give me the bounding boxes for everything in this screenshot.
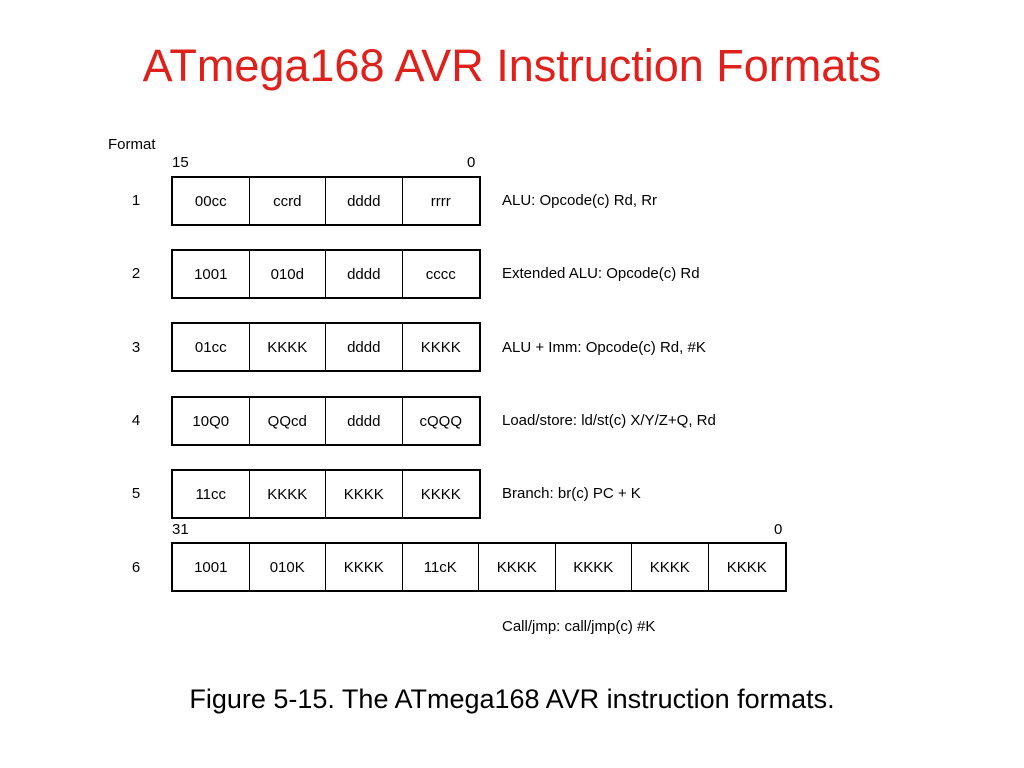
bit-field: cQQQ [419,412,462,430]
bit-field: KKKK [726,558,767,576]
bit-field: dddd [326,398,403,444]
bit-field: 1001 [173,544,250,590]
bit-label-0: 0 [467,154,476,171]
bit-field: ccrd [250,178,326,224]
format-description: Extended ALU: Opcode(c) Rd [502,265,700,282]
bit-label-31: 31 [172,521,189,538]
bit-field: 1001 [173,251,250,297]
bit-field: cccc [425,265,456,283]
figure-caption: Figure 5-15. The ATmega168 AVR instructi… [189,684,835,714]
bit-label-0-32: 0 [774,521,783,538]
bit-field: KKKK [326,544,403,590]
bit-field: dddd [326,251,403,297]
bit-field: dddd [326,324,403,370]
bit-field: 01cc [173,324,250,370]
bit-field: 11cK [403,544,479,590]
format-description: ALU + Imm: Opcode(c) Rd, #K [502,339,706,356]
format-number: 1 [131,192,141,209]
format-3-instruction-word: 01cc KKKK dddd KKKK [171,322,481,372]
bit-field: KKKK [479,544,556,590]
format-5-instruction-word: 11cc KKKK KKKK KKKK [171,469,481,519]
bit-field: KKKK [632,544,709,590]
bit-field: rrrr [430,192,451,210]
format-4-instruction-word: 10Q0 QQcd dddd cQQQ [171,396,481,446]
bit-field: KKKK [556,544,632,590]
bit-field: 010K [250,544,326,590]
format-column-header: Format [108,136,156,153]
bit-field: KKKK [250,471,326,517]
bit-field: dddd [326,178,403,224]
format-number: 3 [131,339,141,356]
slide-title: ATmega168 AVR Instruction Formats [142,40,882,91]
format-1-instruction-word: 00cc ccrd dddd rrrr [171,176,481,226]
bit-field: KKKK [420,485,461,503]
format-6-instruction-word: 1001 010K KKKK 11cK KKKK KKKK KKKK KKKK [171,542,787,592]
format-number: 4 [131,412,141,429]
format-description: Load/store: ld/st(c) X/Y/Z+Q, Rd [502,412,716,429]
bit-field: KKKK [326,471,403,517]
bit-field: KKKK [420,338,461,356]
bit-field: QQcd [250,398,326,444]
bit-field: KKKK [250,324,326,370]
bit-field: 11cc [173,471,250,517]
bit-field: 010d [250,251,326,297]
bit-field: 10Q0 [173,398,250,444]
format-number: 2 [131,265,141,282]
format-number: 5 [131,485,141,502]
format-description: Call/jmp: call/jmp(c) #K [502,618,656,635]
format-2-instruction-word: 1001 010d dddd cccc [171,249,481,299]
format-description: ALU: Opcode(c) Rd, Rr [502,192,658,209]
format-number: 6 [131,559,141,576]
bit-label-15: 15 [172,154,189,171]
bit-field: 00cc [173,178,250,224]
format-description: Branch: br(c) PC + K [502,485,641,502]
